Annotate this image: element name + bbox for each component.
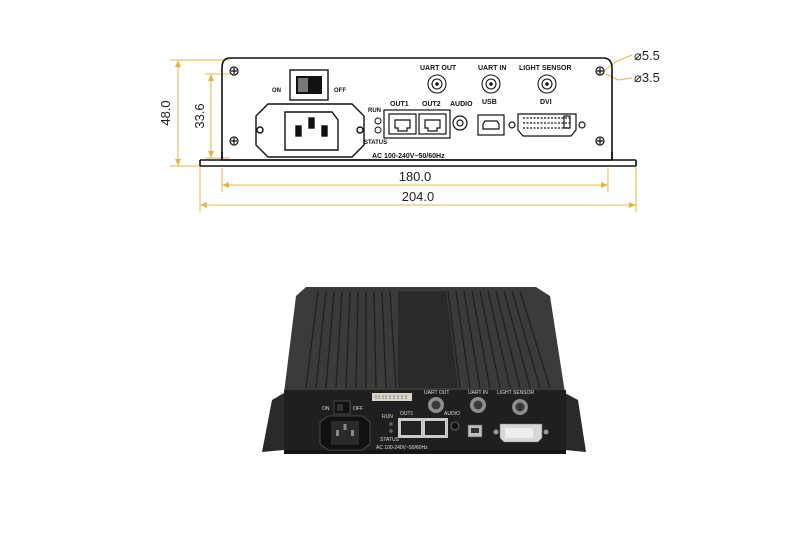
usb-label: USB (482, 99, 497, 106)
photo-out1-label: OUT1 (400, 411, 414, 417)
photo-status-label: STATUS (380, 437, 400, 443)
enclosure-outline (199, 57, 637, 167)
audio-jack-icon (452, 115, 468, 131)
dimension-arrows (175, 60, 636, 208)
photo-uart-in-connector-icon (470, 397, 486, 413)
technical-drawing: 48.0 33.6 180.0 204.0 ⌀5.5 ⌀3.5 (158, 48, 660, 212)
photo-run-label: RUN (382, 414, 393, 420)
photo-switch-on-label: ON (322, 406, 330, 412)
mounting-flange-right (565, 393, 586, 452)
uart-out-label: UART OUT (420, 65, 457, 72)
mounting-flange-left (262, 393, 284, 452)
uart-out-connector-icon (427, 74, 447, 94)
photo-ac-voltage-label: AC 100-240V~50/60Hz (376, 445, 428, 451)
serial-sticker (372, 393, 412, 401)
hole-diameter-large: ⌀5.5 (634, 48, 660, 63)
light-sensor-connector-icon (537, 74, 557, 94)
ac-power-inlet-icon (255, 103, 365, 158)
status-label: STATUS (364, 140, 387, 146)
photo-audio-label: AUDIO (444, 411, 460, 417)
photo-ethernet-port-icons (398, 418, 448, 438)
switch-on-label: ON (272, 88, 281, 94)
photo-uart-out-label: UART OUT (424, 390, 449, 396)
dvi-label: DVI (540, 99, 552, 106)
dimension-width-outer: 204.0 (402, 189, 435, 204)
product-photo: ON OFF AC 100-240V~50/60Hz RUN STATUS OU… (262, 287, 586, 454)
photo-switch-off-label: OFF (353, 406, 363, 412)
sticker-barcode-icon (375, 395, 407, 399)
photo-uart-in-label: UART IN (468, 390, 488, 396)
photo-uart-out-connector-icon (428, 397, 444, 413)
photo-audio-jack-icon (450, 421, 460, 431)
out2-label: OUT2 (422, 101, 441, 108)
uart-in-connector-icon (481, 74, 501, 94)
mounting-screw-icons (229, 66, 605, 146)
uart-in-label: UART IN (478, 65, 506, 72)
led-indicator-icons (374, 117, 382, 134)
photo-ac-inlet-icon (319, 415, 371, 451)
dvi-port-icon (508, 113, 586, 137)
power-switch-icon (289, 69, 329, 101)
dimension-lines (170, 54, 637, 212)
switch-off-label: OFF (334, 88, 346, 94)
audio-label: AUDIO (450, 101, 473, 108)
device-center-plate (398, 291, 458, 388)
dimension-height-outer: 48.0 (158, 100, 173, 125)
run-label: RUN (368, 108, 381, 114)
out1-label: OUT1 (390, 101, 409, 108)
hole-diameter-small: ⌀3.5 (634, 70, 660, 85)
dimension-height-inner: 33.6 (192, 103, 207, 128)
photo-led-status-icon (389, 429, 393, 433)
heatsink-fins (305, 290, 551, 389)
dimension-width-inner: 180.0 (399, 169, 432, 184)
ac-voltage-label: AC 100-240V~50/60Hz (372, 153, 445, 160)
photo-led-run-icon (389, 422, 393, 426)
photo-dvi-port-icon (493, 423, 549, 443)
ethernet-port-icons (383, 109, 451, 139)
photo-light-sensor-connector-icon (512, 399, 528, 415)
light-sensor-label: LIGHT SENSOR (519, 65, 572, 72)
usb-port-icon (477, 114, 505, 136)
photo-light-sensor-label: LIGHT SENSOR (497, 390, 535, 396)
